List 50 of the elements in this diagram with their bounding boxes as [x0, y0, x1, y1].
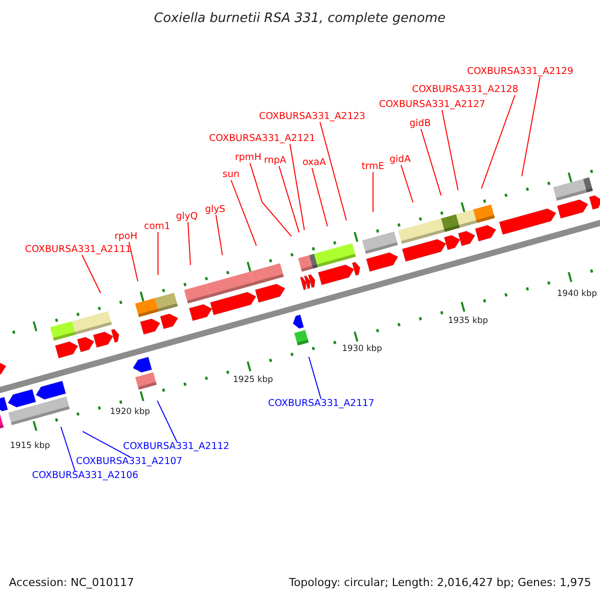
gene-label: glyS	[205, 205, 226, 214]
leader-line	[188, 222, 191, 266]
leader-line	[290, 144, 305, 231]
gene-label: COXBURSA331_A2106	[32, 471, 138, 480]
leader-line	[278, 166, 300, 233]
gene-label: rnpA	[264, 156, 286, 166]
leader-line	[128, 242, 138, 282]
leader-line	[372, 172, 374, 212]
gene-label: sun	[222, 170, 240, 180]
leader-line	[521, 76, 540, 177]
leader-line	[312, 168, 328, 227]
gene-label: gidA	[390, 155, 411, 164]
gene-label: oxaA	[302, 158, 326, 168]
gene-label: gidB	[410, 119, 431, 128]
scale-label: 1920 kbp	[110, 408, 150, 416]
gene-label: COXBURSA331_A2121	[209, 134, 316, 144]
leader-line	[480, 94, 516, 190]
scale-label: 1930 kbp	[342, 344, 382, 353]
leader-line	[82, 254, 102, 294]
leader-line	[60, 426, 76, 472]
gene-label: rpmH	[235, 153, 262, 162]
gene-label: COXBURSA331_A2107	[76, 457, 182, 466]
gene-label: COXBURSA331_A2123	[259, 112, 366, 122]
leader-line	[320, 122, 347, 221]
leader-line	[400, 164, 414, 203]
leader-line	[82, 430, 130, 458]
scale-label: 1940 kbp	[557, 290, 598, 298]
accession-text: Accession: NC_010117	[9, 576, 134, 588]
gene-label: COXBURSA331_A2112	[123, 442, 230, 452]
gene-label: COXBURSA331_A2127	[379, 100, 486, 110]
gene-label: COXBURSA331_A2129	[467, 67, 574, 76]
scale-label: 1925 kbp	[233, 376, 274, 384]
gene-label: COXBURSA331_A2117	[268, 399, 374, 408]
gene-label: COXBURSA331_A2111	[25, 245, 132, 254]
leader-line	[216, 214, 223, 256]
scale-label: 1915 kbp	[10, 442, 50, 450]
gene-label: COXBURSA331_A2128	[412, 85, 518, 94]
leader-line	[308, 356, 322, 400]
scale-label: 1935 kbp	[448, 316, 488, 325]
gene-label: glyQ	[176, 212, 198, 222]
gene-label: trmE	[362, 162, 384, 172]
diagram-title: Coxiella burnetii RSA 331, complete genome	[154, 12, 446, 24]
gene-label: com1	[144, 222, 170, 232]
leader-line	[250, 162, 292, 237]
gene-label: rpoH	[114, 232, 138, 242]
genome-summary: Topology: circular; Length: 2,016,427 bp; Genes: 1,975	[289, 576, 592, 588]
leader-line	[230, 180, 257, 246]
leader-line	[156, 400, 178, 442]
leader-line	[420, 128, 442, 196]
leader-line	[442, 110, 459, 191]
